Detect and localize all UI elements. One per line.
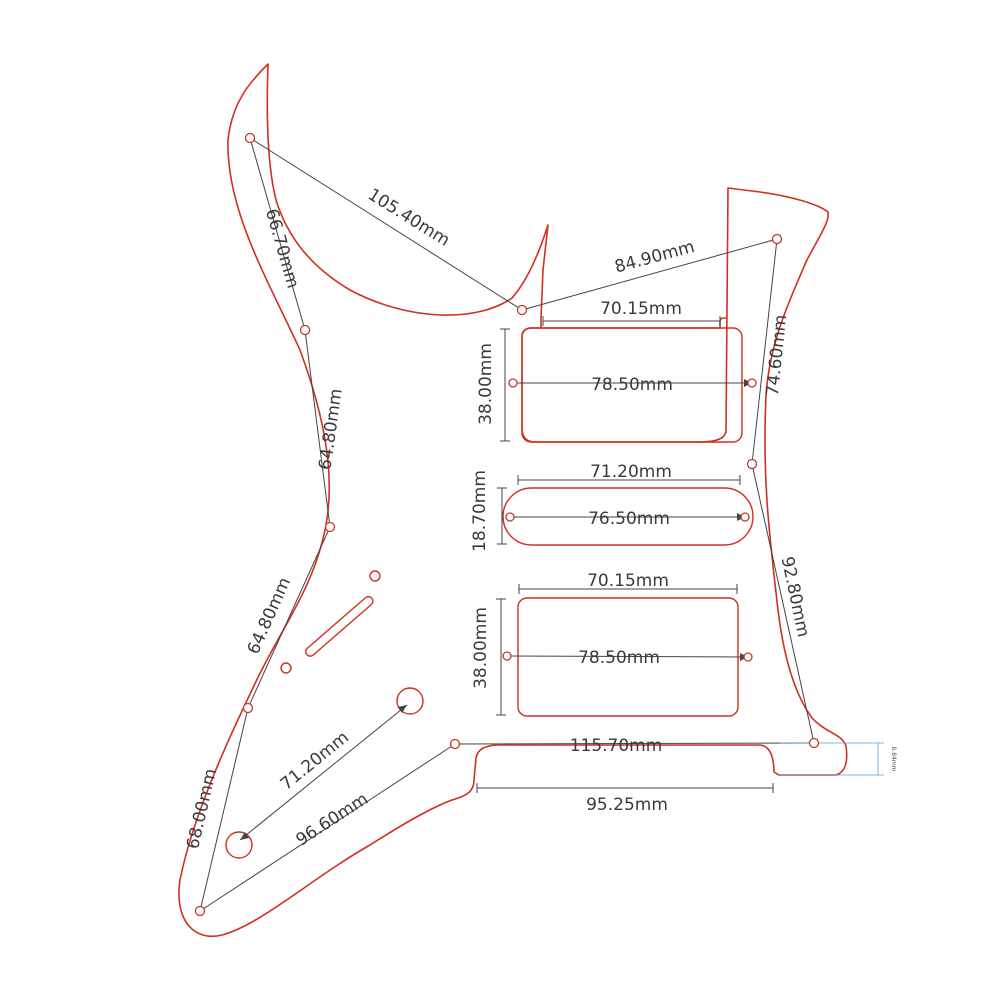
tone-pot-hole — [225, 831, 253, 859]
screw-holes — [194, 132, 820, 917]
pickguard-outline — [178, 63, 848, 938]
neck-pickup-rect — [521, 327, 743, 443]
screw-hole — [324, 521, 336, 533]
dimension-lines — [199, 137, 884, 912]
screw-hole — [808, 737, 820, 749]
pickup-screw-hole — [743, 652, 753, 662]
label-neck-pickup-height: 38.00mm — [476, 343, 496, 425]
label-middle-pickup-screws: 76.50mm — [588, 509, 670, 529]
pickup-screw-hole — [505, 512, 515, 522]
pickup-screw-hole — [740, 512, 750, 522]
screw-hole — [516, 304, 528, 316]
label-bottom-diagonal: 96.60mm — [293, 789, 372, 850]
label-jack-diagonal: 71.20mm — [277, 728, 353, 795]
label-right-lower: 92.80mm — [777, 555, 814, 639]
label-bridge-pickup-width: 70.15mm — [587, 571, 669, 591]
pickup-screw-hole — [747, 378, 757, 388]
neck-pickup-cutout — [541, 317, 727, 329]
switch-slot — [305, 595, 374, 657]
label-middle-pickup-width: 71.20mm — [590, 462, 672, 482]
dimension-labels: 105.40mm 66.70mm 64.80mm 64.80mm 68.00mm… — [183, 185, 897, 851]
label-lower-left: 68.00mm — [183, 767, 221, 851]
screw-hole — [242, 702, 254, 714]
label-top-right-diagonal: 84.90mm — [613, 237, 697, 277]
label-bridge-pickup-height: 38.00mm — [471, 607, 491, 689]
label-top-diagonal: 105.40mm — [364, 185, 453, 251]
pickup-screw-hole — [502, 651, 512, 661]
pickup-screw-hole — [508, 378, 518, 388]
label-tremolo-offset: 8.84mm — [890, 746, 897, 771]
switch-screw-hole-lower — [280, 662, 292, 674]
label-left-upper: 64.80mm — [315, 387, 346, 471]
label-neck-pickup-width: 70.15mm — [600, 299, 682, 319]
screw-hole — [449, 738, 461, 750]
label-left-lower: 64.80mm — [244, 575, 296, 658]
screw-hole — [244, 132, 256, 144]
screw-hole — [771, 233, 783, 245]
label-bottom-screws: 115.70mm — [570, 736, 663, 756]
screw-hole — [299, 324, 311, 336]
label-tremolo-cavity-width: 95.25mm — [586, 795, 668, 815]
label-bridge-pickup-screws: 78.50mm — [578, 648, 660, 668]
switch-screw-hole-upper — [369, 570, 381, 582]
label-upper-horn-left: 66.70mm — [261, 207, 303, 291]
label-middle-pickup-height: 18.70mm — [470, 470, 490, 552]
volume-pot-hole — [396, 687, 424, 715]
middle-pickup-cutout — [502, 487, 754, 546]
screw-hole — [194, 905, 206, 917]
screw-hole — [746, 458, 758, 470]
label-neck-pickup-screws: 78.50mm — [591, 375, 673, 395]
